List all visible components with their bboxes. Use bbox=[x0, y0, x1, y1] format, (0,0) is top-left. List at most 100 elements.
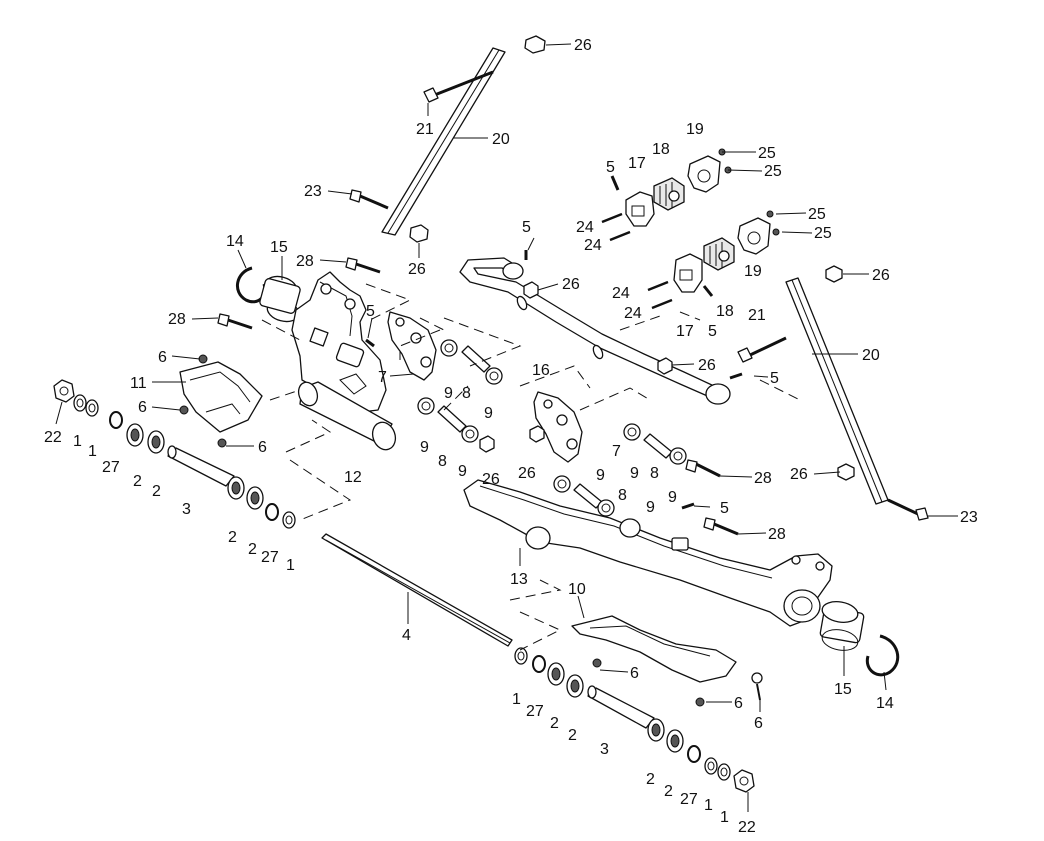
screw-5-bar-b bbox=[729, 372, 743, 380]
nut-22-left bbox=[53, 379, 75, 403]
callout-26: 26 bbox=[574, 37, 592, 54]
callout-16: 16 bbox=[532, 362, 550, 379]
callout-27: 27 bbox=[261, 549, 279, 566]
callout-25: 25 bbox=[758, 145, 776, 162]
bushing-9-d bbox=[461, 425, 479, 443]
callout-28: 28 bbox=[296, 253, 314, 270]
callout-9: 9 bbox=[458, 463, 467, 480]
callout-1: 1 bbox=[720, 809, 729, 826]
ring-27-left-a bbox=[109, 411, 123, 429]
nut-22-right bbox=[733, 769, 755, 793]
bolt-23-left bbox=[349, 189, 389, 210]
callout-18: 18 bbox=[716, 303, 734, 320]
callout-17: 17 bbox=[676, 323, 694, 340]
callout-11: 11 bbox=[130, 375, 147, 392]
callout-18: 18 bbox=[652, 141, 670, 158]
bolt-21-right bbox=[737, 336, 787, 363]
bearing-2-right-a bbox=[547, 662, 565, 686]
callout-26: 26 bbox=[408, 261, 426, 278]
sleeve-8-c bbox=[643, 433, 673, 459]
washer-1-right-c bbox=[717, 763, 731, 781]
callout-9: 9 bbox=[596, 467, 605, 484]
callout-6: 6 bbox=[258, 439, 267, 456]
bolt-28-c bbox=[685, 459, 721, 478]
callout-5: 5 bbox=[720, 500, 729, 517]
bushing-9-g bbox=[553, 475, 571, 493]
bearing-2-right-b bbox=[566, 674, 584, 698]
sleeve-8-b bbox=[437, 405, 467, 433]
callout-labels: 26 21 20 23 26 14 15 28 28 5 6 11 6 6 22… bbox=[44, 37, 978, 836]
screw-6-e bbox=[695, 697, 705, 707]
callout-9: 9 bbox=[630, 465, 639, 482]
screws-lower-bracket bbox=[647, 210, 780, 310]
bearing-2-left-a bbox=[126, 423, 144, 447]
nut-26-c bbox=[479, 435, 495, 453]
tube-12 bbox=[297, 381, 397, 451]
callout-27: 27 bbox=[102, 459, 120, 476]
washer-1-right-a bbox=[514, 647, 528, 665]
bolt-21-upper bbox=[423, 70, 494, 103]
callout-23: 23 bbox=[960, 509, 978, 526]
bushing-9-c bbox=[417, 397, 435, 415]
callout-25: 25 bbox=[814, 225, 832, 242]
ring-27-right-a bbox=[532, 655, 546, 673]
callout-19: 19 bbox=[686, 121, 704, 138]
screw-6-f bbox=[751, 672, 763, 701]
clamp-19-lower bbox=[737, 217, 771, 255]
screw-6-a bbox=[198, 354, 208, 364]
bolt-28-a bbox=[345, 257, 381, 274]
trailing-arm-13 bbox=[463, 479, 833, 627]
callout-1: 1 bbox=[88, 443, 97, 460]
screw-6-b bbox=[179, 405, 189, 415]
callout-17: 17 bbox=[628, 155, 646, 172]
bushing-15-lower bbox=[819, 601, 865, 651]
parts-layer bbox=[53, 35, 929, 793]
washer-1-right-b bbox=[704, 757, 718, 775]
callout-21: 21 bbox=[416, 121, 434, 138]
screw-6-c bbox=[217, 438, 227, 448]
callout-5: 5 bbox=[522, 219, 531, 236]
callout-22: 22 bbox=[738, 819, 756, 836]
bearing-2-left-d bbox=[246, 486, 264, 510]
bearing-2-right-c bbox=[647, 718, 665, 742]
ring-27-left-b bbox=[265, 503, 279, 521]
callout-6: 6 bbox=[754, 715, 763, 732]
callout-6: 6 bbox=[158, 349, 167, 366]
callout-15: 15 bbox=[834, 681, 852, 698]
callout-26: 26 bbox=[698, 357, 716, 374]
sleeve-8-a bbox=[461, 345, 491, 373]
callout-9: 9 bbox=[484, 405, 493, 422]
nut-26-bar-b bbox=[657, 357, 673, 375]
callout-26: 26 bbox=[482, 471, 500, 488]
callout-24: 24 bbox=[576, 219, 594, 236]
nut-26-right-top bbox=[825, 265, 843, 283]
callout-6: 6 bbox=[138, 399, 147, 416]
callout-9: 9 bbox=[420, 439, 429, 456]
callout-1: 1 bbox=[73, 433, 82, 450]
callout-6: 6 bbox=[630, 665, 639, 682]
callout-1: 1 bbox=[512, 691, 521, 708]
callout-8: 8 bbox=[650, 465, 659, 482]
callout-20: 20 bbox=[492, 131, 510, 148]
nut-26-top bbox=[524, 35, 546, 54]
callout-24: 24 bbox=[624, 305, 642, 322]
callout-23: 23 bbox=[304, 183, 322, 200]
callout-3: 3 bbox=[182, 501, 191, 518]
callout-14: 14 bbox=[226, 233, 244, 250]
callout-28: 28 bbox=[768, 526, 786, 543]
clamp-17-upper bbox=[625, 191, 655, 227]
bushing-9-h bbox=[597, 499, 615, 517]
bushing-9-a bbox=[440, 339, 458, 357]
callout-2: 2 bbox=[568, 727, 577, 744]
callout-6: 6 bbox=[734, 695, 743, 712]
callout-2: 2 bbox=[228, 529, 237, 546]
callout-1: 1 bbox=[704, 797, 713, 814]
callout-28: 28 bbox=[168, 311, 186, 328]
washer-1-left-a bbox=[73, 394, 87, 412]
callout-24: 24 bbox=[612, 285, 630, 302]
bolt-28-b bbox=[217, 313, 253, 330]
callout-19: 19 bbox=[744, 263, 762, 280]
callout-2: 2 bbox=[646, 771, 655, 788]
callout-1: 1 bbox=[286, 557, 295, 574]
